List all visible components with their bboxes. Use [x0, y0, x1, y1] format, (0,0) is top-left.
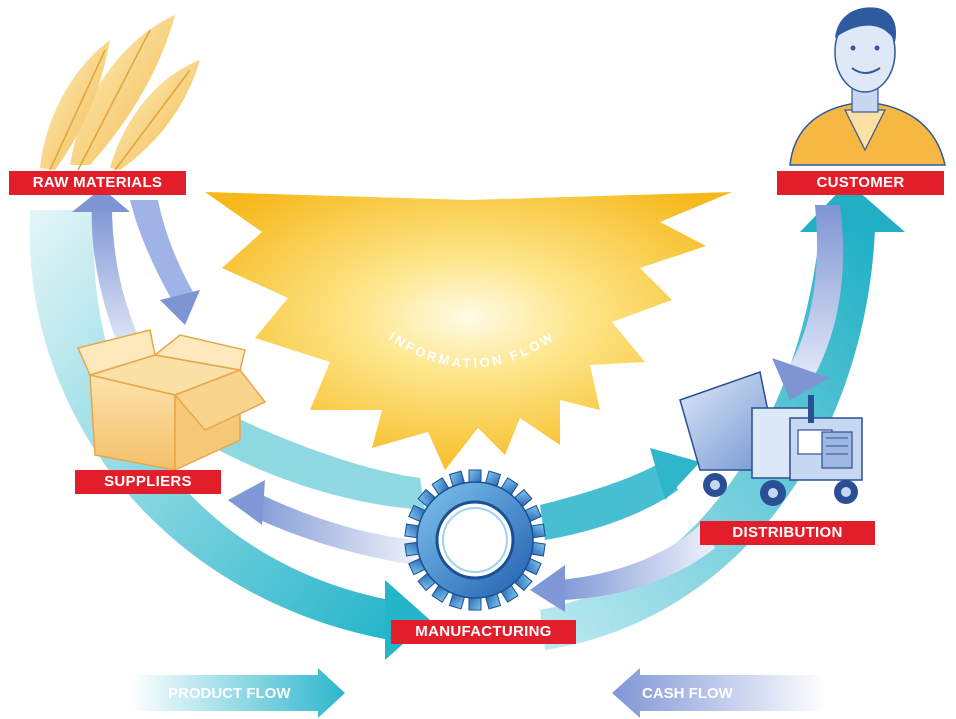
- box-icon: [76, 329, 267, 472]
- product-flow-legend-arrow: [130, 668, 345, 718]
- raw-materials-label: RAW MATERIALS: [9, 171, 186, 195]
- manufacturing-label: MANUFACTURING: [391, 620, 576, 644]
- wheat-icon: [40, 15, 200, 171]
- customer-label: CUSTOMER: [777, 171, 944, 195]
- cash-flow-arrow-suppliers: [91, 205, 140, 350]
- product-flow-arrow-raw: [130, 200, 195, 305]
- cash-flow-legend-arrow: [612, 668, 826, 718]
- cash-flow-arrow-customer: [790, 205, 844, 380]
- product-flow-arrowhead-raw: [160, 290, 200, 325]
- cash-flow-arrowhead-customer: [772, 358, 830, 400]
- suppliers-label: SUPPLIERS: [75, 470, 221, 494]
- cash-flow-arrowhead-manufacturing: [228, 480, 265, 525]
- cash-flow-arrowhead-distribution: [530, 565, 565, 612]
- information-flow-sun: [205, 192, 732, 470]
- product-flow-arrowhead-distribution: [650, 448, 700, 500]
- product-flow-arrow-suppliers: [200, 405, 425, 510]
- customer-icon: [789, 7, 946, 166]
- cash-flow-arrowhead-suppliers: [72, 188, 130, 212]
- truck-icon: [679, 371, 863, 506]
- distribution-label: DISTRIBUTION: [700, 521, 875, 545]
- product-flow-arrow-distribution: [540, 460, 678, 540]
- cash-flow-arrow-distribution: [560, 525, 715, 600]
- product-flow-legend-label: PRODUCT FLOW: [168, 685, 291, 702]
- gear-icon: [404, 469, 546, 611]
- cash-flow-arrow-manufacturing: [250, 495, 418, 565]
- cash-flow-legend-label: CASH FLOW: [642, 685, 733, 702]
